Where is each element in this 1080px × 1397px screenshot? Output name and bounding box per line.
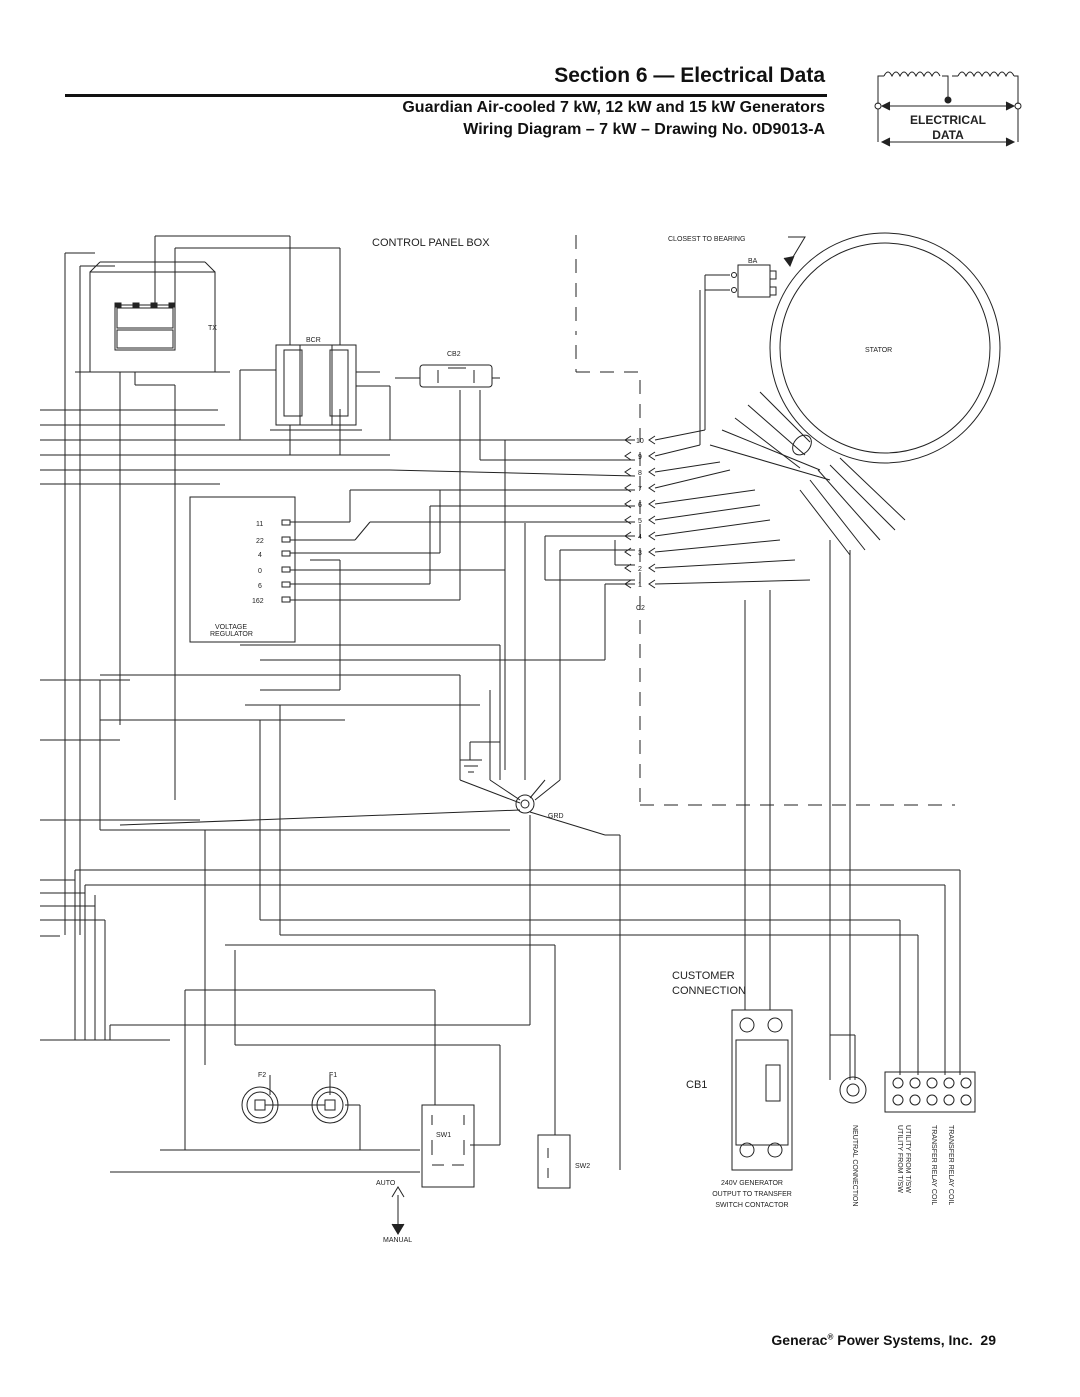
- regulator-terminal: 0: [258, 568, 262, 575]
- voltage-regulator-label-1: VOLTAGE: [215, 624, 247, 631]
- fuse-f2: [241, 1086, 279, 1124]
- bcr-label: BCR: [306, 337, 321, 344]
- subtitle-line-1: Guardian Air-cooled 7 kW, 12 kW and 15 k…: [402, 99, 825, 116]
- bcr-relay: [270, 344, 362, 455]
- connector-pin: 3: [638, 550, 642, 557]
- stator-connector: [624, 435, 656, 589]
- subtitle-line-2: Wiring Diagram – 7 kW – Drawing No. 0D90…: [463, 121, 825, 138]
- electrical-data-badge: ELECTRICAL DATA: [874, 71, 1022, 147]
- sw1-label: SW1: [436, 1132, 451, 1139]
- customer-connection-label-1: CUSTOMER: [672, 970, 735, 982]
- badge-line-2: DATA: [932, 128, 964, 142]
- electrical-coil-icon: [874, 71, 1022, 147]
- customer-connection-label-2: CONNECTION: [672, 985, 746, 997]
- tx-label: TX: [208, 325, 217, 332]
- gen-output-label-2: OUTPUT TO TRANSFER: [712, 1191, 792, 1198]
- connector-pin: 6: [638, 502, 642, 509]
- cb2-label: CB2: [447, 351, 461, 358]
- cb2-breaker: [410, 364, 500, 388]
- sw2-label: SW2: [575, 1163, 590, 1170]
- connector-pin: 4: [638, 534, 642, 541]
- regulator-terminal: 6: [258, 583, 262, 590]
- connector-pin: 1: [638, 582, 642, 589]
- switch-sw2: [537, 1134, 571, 1189]
- connector-pin: 10: [636, 438, 644, 445]
- vertical-label-transfer-1: TRANSFER RELAY COIL: [930, 1125, 937, 1205]
- vertical-label-neutral: NEUTRAL CONNECTION: [851, 1125, 858, 1206]
- cb1-label: CB1: [686, 1079, 707, 1091]
- regulator-terminal: 11: [256, 521, 263, 528]
- stator: [709, 232, 1001, 556]
- connector-pin: 9: [638, 454, 642, 461]
- stator-label: STATOR: [865, 347, 892, 354]
- alternator-boundary: [575, 235, 955, 806]
- auto-label: AUTO: [376, 1180, 396, 1187]
- f2-label: F2: [258, 1072, 266, 1079]
- footer: Generac® Power Systems, Inc. 29: [771, 1332, 996, 1348]
- page-number: 29: [980, 1332, 996, 1348]
- section-title: Section 6 — Electrical Data: [554, 64, 825, 87]
- badge-line-1: ELECTRICAL: [910, 113, 986, 127]
- header-rule: [65, 94, 827, 97]
- voltage-regulator-label-2: REGULATOR: [210, 631, 253, 638]
- vertical-label-utility-2: UTILITY FROM T/SW: [904, 1125, 911, 1193]
- c2-label: C2: [636, 605, 645, 612]
- ba-label: BA: [748, 258, 758, 265]
- footer-reg-mark: ®: [827, 1332, 834, 1342]
- regulator-terminal: 22: [256, 538, 264, 545]
- terminal-strip: [839, 1071, 976, 1113]
- vertical-label-utility-1: UTILITY FROM T/SW: [896, 1125, 903, 1193]
- footer-rest: Power Systems, Inc.: [833, 1332, 973, 1348]
- connector-pin: 7: [638, 486, 642, 493]
- gen-output-label-1: 240V GENERATOR: [721, 1180, 783, 1187]
- connector-pin: 5: [638, 518, 642, 525]
- grd-label: GRD: [548, 813, 564, 820]
- brush-assembly: [699, 236, 806, 445]
- closest-to-bearing-label: CLOSEST TO BEARING: [668, 236, 745, 243]
- manual-label: MANUAL: [383, 1237, 412, 1244]
- transformer-tx: [75, 261, 230, 373]
- connector-pin: 2: [638, 566, 642, 573]
- vertical-label-transfer-2: TRANSFER RELAY COIL: [947, 1125, 954, 1205]
- fuse-f1: [311, 1086, 349, 1124]
- footer-company: Generac: [771, 1332, 828, 1348]
- cb1-breaker: [731, 1009, 793, 1171]
- control-panel-box-label: CONTROL PANEL BOX: [372, 237, 490, 249]
- regulator-terminal: 4: [258, 552, 262, 559]
- switch-sw1: [391, 1104, 475, 1235]
- gen-output-label-3: SWITCH CONTACTOR: [715, 1202, 788, 1209]
- f1-label: F1: [329, 1072, 337, 1079]
- connector-pin: 8: [638, 470, 642, 477]
- regulator-terminal: 162: [252, 598, 264, 605]
- voltage-regulator: [189, 496, 296, 643]
- wiring-harness: [40, 235, 961, 1173]
